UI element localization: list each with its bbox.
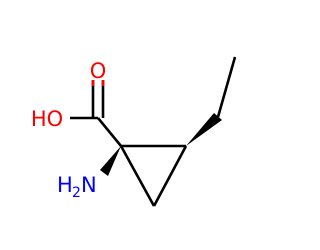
wedge-bond-c2-ethyl (186, 113, 222, 146)
molecule-structure: O HO H 2 N (31, 56, 237, 207)
double-bond-c-o (91, 80, 105, 118)
bond-c1-c3 (119, 145, 156, 207)
wedge-bond-c1-amino (100, 146, 121, 176)
carbonyl-oxygen-label: O (90, 59, 107, 83)
cyclopropane-ring (119, 144, 188, 207)
bond-c1-carboxyl-c (96, 117, 123, 147)
amino-n-label: N (81, 173, 97, 197)
amino-h-count: 2 (72, 185, 81, 201)
bond-c2-c3 (152, 145, 188, 207)
hydroxyl-label: HO (31, 107, 63, 131)
amino-h-label: H (57, 173, 73, 197)
bond-ethyl-ch2-ch3 (216, 56, 237, 118)
amino-group-label: H 2 N (57, 173, 97, 201)
